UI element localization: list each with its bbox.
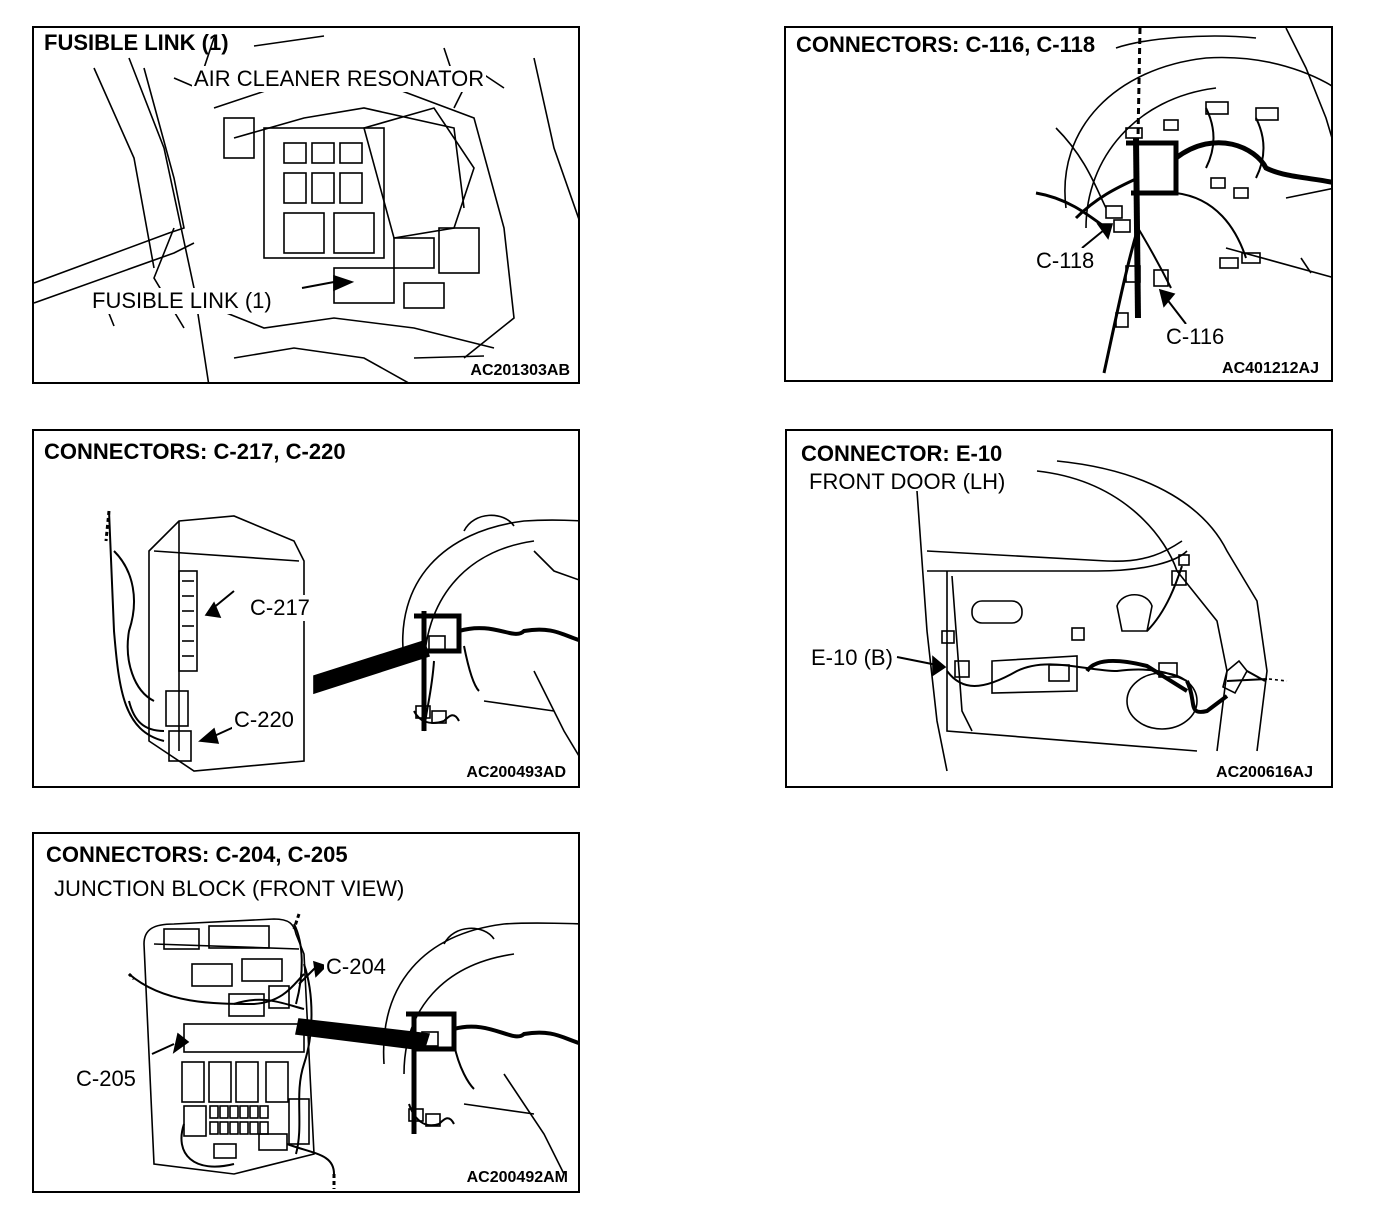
panel-title: CONNECTOR: E-10 xyxy=(801,441,1003,466)
callout-c118: C-118 xyxy=(1034,248,1097,274)
callout-e10-b: E-10 (B) xyxy=(809,645,895,671)
figure-code: AC401212AJ xyxy=(1222,360,1319,377)
front-door-illustration xyxy=(896,460,1288,772)
panel-fusible-link: FUSIBLE LINK (1) AIR CLEANER RESONATOR F… xyxy=(32,26,580,384)
figure-code: AC200493AD xyxy=(466,764,566,781)
panel-connectors-c116-c118: CONNECTORS: C-116, C-118 C-118 C-116 AC4… xyxy=(784,26,1333,382)
callout-c220: C-220 xyxy=(232,707,296,733)
figure-code: AC201303AB xyxy=(470,362,570,379)
callout-c116: C-116 xyxy=(1164,324,1227,350)
panel-title: FUSIBLE LINK (1) xyxy=(44,30,229,55)
figure-code: AC200492AM xyxy=(466,1169,568,1186)
panel-title: CONNECTORS: C-116, C-118 xyxy=(796,32,1096,57)
panel-subtitle: FRONT DOOR (LH) xyxy=(809,469,1006,494)
callout-c204: C-204 xyxy=(324,954,388,980)
panel-connectors-c204-c205: CONNECTORS: C-204, C-205 JUNCTION BLOCK … xyxy=(32,832,580,1193)
panel-title: CONNECTORS: C-204, C-205 xyxy=(46,842,348,867)
panel-subtitle: JUNCTION BLOCK (FRONT VIEW) xyxy=(54,876,405,901)
callout-air-cleaner-resonator: AIR CLEANER RESONATOR xyxy=(192,66,487,92)
figure-code: AC200616AJ xyxy=(1216,764,1313,781)
callout-c217: C-217 xyxy=(248,595,312,621)
dashboard-harness-illustration xyxy=(1035,28,1331,374)
junction-block-side-illustration xyxy=(104,510,578,772)
callout-fusible-link: FUSIBLE LINK (1) xyxy=(90,288,274,314)
panel-connectors-c217-c220: CONNECTORS: C-217, C-220 C-217 C-220 AC2… xyxy=(32,429,580,788)
panel-title: CONNECTORS: C-217, C-220 xyxy=(44,439,346,464)
panel-connector-e10: CONNECTOR: E-10 FRONT DOOR (LH) E-10 (B)… xyxy=(785,429,1333,788)
junction-block-front-illustration xyxy=(127,913,578,1189)
callout-c205: C-205 xyxy=(74,1066,138,1092)
